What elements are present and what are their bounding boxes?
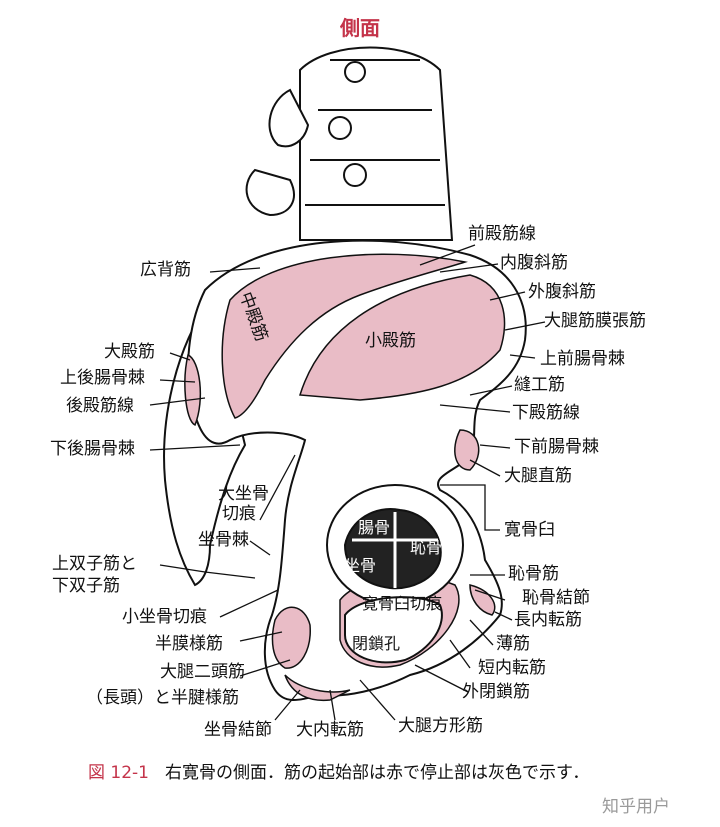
pips-label: 下後腸骨棘 (50, 439, 135, 459)
external-oblique-label: 外腹斜筋 (528, 282, 596, 302)
gluteus-minimus-label: 小殿筋 (365, 331, 416, 351)
acetabulum-fossa (343, 508, 442, 590)
biceps-femoris-label: 大腿二頭筋 (160, 662, 245, 682)
lumbar-vertebrae (299, 46, 454, 241)
obturator-foramen (344, 596, 443, 664)
pubic-tubercle-label: 恥骨結節 (522, 588, 590, 608)
greater-sciatic-label-1: 大坐骨 (218, 484, 269, 504)
adductor-longus-label: 長内転筋 (514, 610, 582, 630)
asis-label: 上前腸骨棘 (540, 349, 625, 369)
psis-label: 上後腸骨棘 (60, 368, 145, 388)
figure-number: 図 12-1 (88, 763, 149, 783)
ischial-tuberosity-label: 坐骨結節 (204, 720, 272, 740)
acetabulum-label: 寛骨臼 (504, 520, 555, 540)
adductor-area (469, 584, 496, 616)
inferior-gluteal-line-label: 下殿筋線 (512, 403, 580, 423)
pectineus-label: 恥骨筋 (508, 564, 559, 584)
figure-caption: 図 12-1 右寛骨の側面．筋の起始部は赤で停止部は灰色で示す． (88, 758, 589, 783)
obturator-externus-label: 外閉鎖筋 (462, 682, 530, 702)
figure-title: 側面 (340, 16, 380, 40)
internal-oblique-label: 内腹斜筋 (500, 253, 568, 273)
ischium-label: 坐骨 (344, 556, 377, 575)
inferior-gemellus-label: 下双子筋 (52, 576, 120, 596)
caption-text: 右寛骨の側面．筋の起始部は赤で停止部は灰色で示す． (165, 763, 590, 783)
tensor-fasciae-latae-label: 大腿筋膜張筋 (544, 311, 646, 331)
sartorius-label: 縫工筋 (514, 375, 565, 395)
long-head-semitendinosus-label: （長頭）と半腱様筋 (86, 688, 239, 708)
anterior-gluteal-line-label: 前殿筋線 (468, 224, 536, 244)
gluteus-medius-area (221, 253, 468, 419)
latissimus-dorsi-label: 広背筋 (140, 260, 191, 280)
aiis-label: 下前腸骨棘 (514, 437, 599, 457)
greater-sciatic-label-2: 切痕 (222, 504, 256, 524)
gluteus-maximus-area (184, 353, 202, 427)
posterior-gluteal-line-label: 後殿筋線 (66, 396, 134, 416)
gluteus-maximus-label: 大殿筋 (104, 342, 155, 362)
rectus-femoris-area (454, 429, 480, 471)
adductor-magnus-label: 大内転筋 (296, 720, 364, 740)
obturator-foramen-label: 閉鎖孔 (352, 634, 401, 653)
adductor-brevis-label: 短内転筋 (478, 658, 546, 678)
pubis-label: 恥骨 (410, 538, 443, 557)
superior-gemellus-label: 上双子筋と (52, 554, 137, 574)
watermark: 知乎用户 (602, 797, 670, 817)
acetabular-notch-label: 寛骨臼切痕 (362, 594, 443, 613)
quadratus-femoris-label: 大腿方形筋 (398, 716, 483, 736)
ischial-spine-label: 坐骨棘 (198, 530, 249, 550)
ischial-area (284, 674, 351, 702)
rectus-femoris-label: 大腿直筋 (504, 466, 572, 486)
gracilis-label: 薄筋 (496, 634, 530, 654)
semimembranosus-label: 半膜様筋 (155, 634, 223, 654)
lesser-sciatic-label: 小坐骨切痕 (122, 607, 207, 627)
semimembranosus-area (271, 606, 311, 669)
ilium-label: 腸骨 (358, 518, 391, 537)
